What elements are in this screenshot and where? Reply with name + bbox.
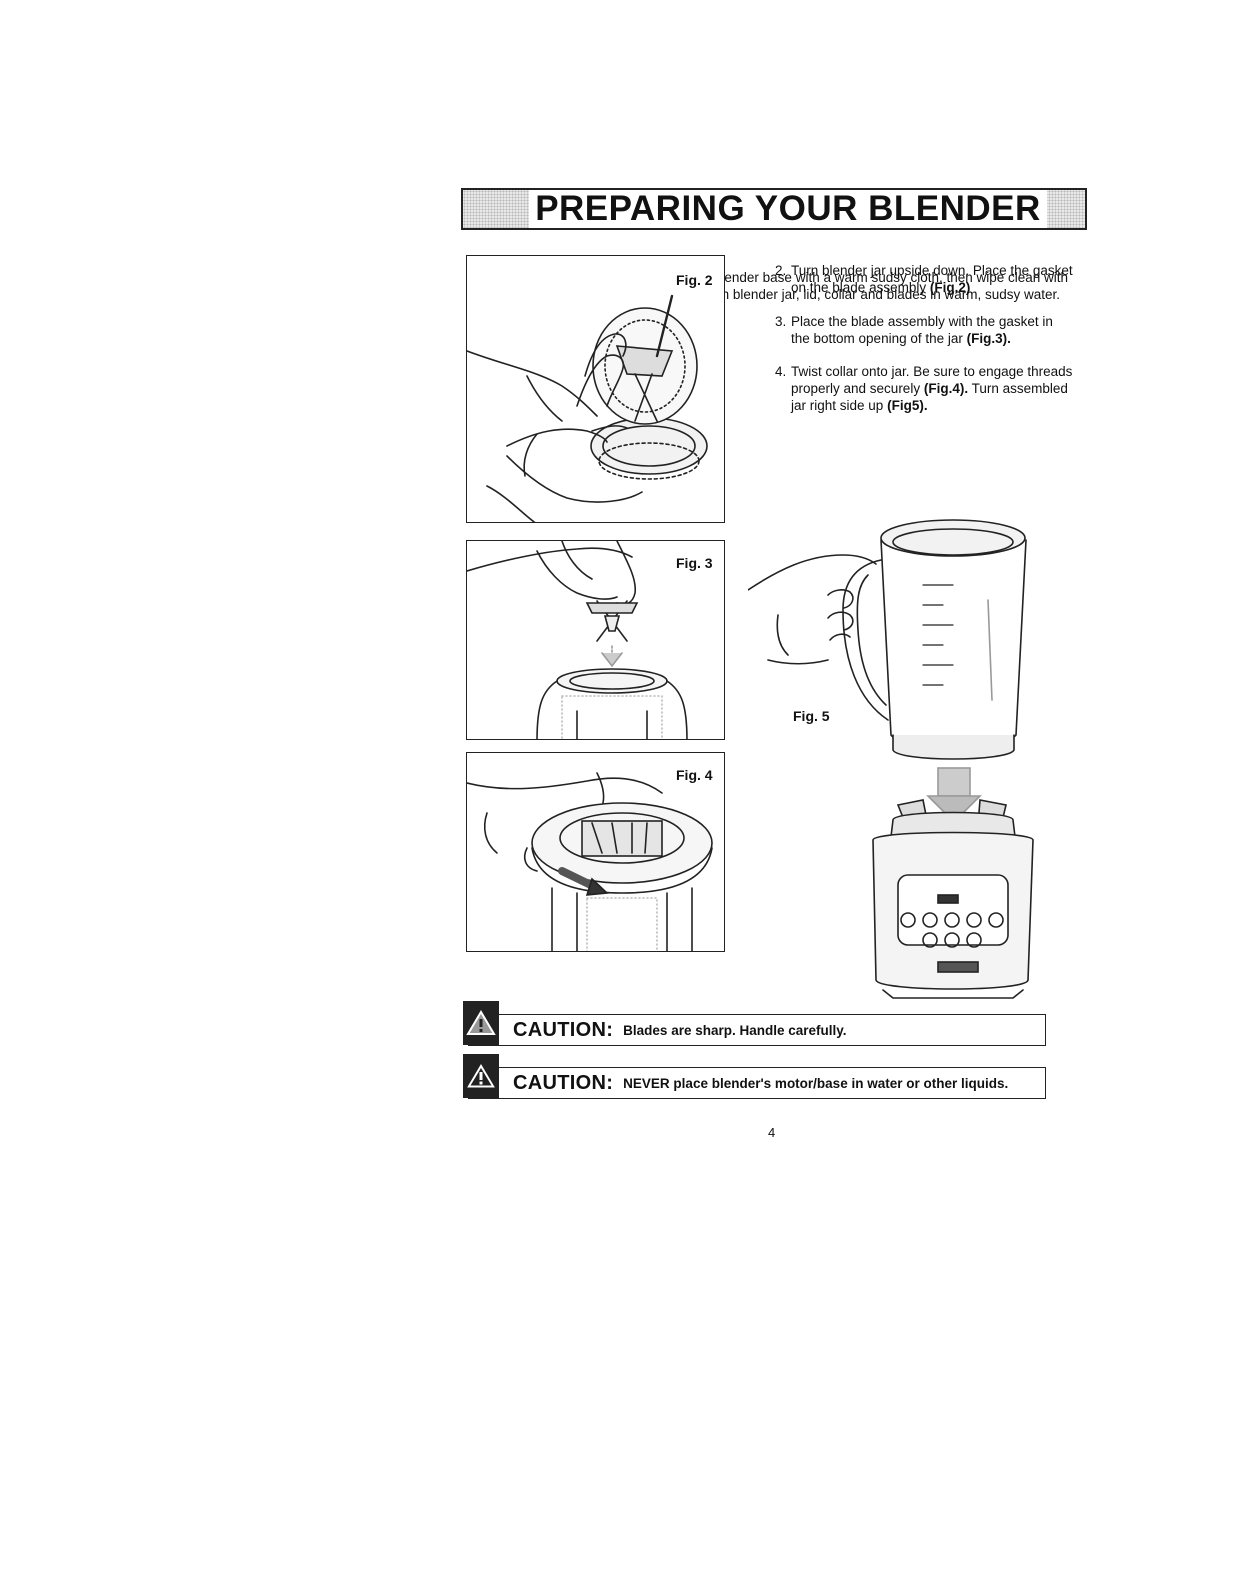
warning-triangle-icon: [463, 1001, 499, 1045]
figure-reference: (Fig.3).: [966, 331, 1011, 346]
figure-5-jar-on-base: [747, 500, 1060, 1005]
hand-gasket-illustration: [467, 294, 708, 522]
figure-reference: (Fig5).: [887, 398, 928, 413]
caution-heading: CAUTION:: [513, 1018, 614, 1041]
step-3: 3. Place the blade assembly with the gas…: [775, 313, 1075, 347]
section-banner: PREPARING YOUR BLENDER: [461, 188, 1087, 230]
figure-label: Fig. 2: [674, 272, 715, 288]
step-4: 4. Twist collar onto jar. Be sure to eng…: [775, 363, 1075, 414]
figure-label: Fig. 4: [674, 767, 715, 783]
step-text: Place the blade assembly with the gasket…: [791, 314, 1053, 346]
step-text: Turn blender jar upside down. Place the …: [791, 263, 1073, 295]
caution-heading: CAUTION:: [513, 1071, 614, 1094]
step-number: 4.: [775, 364, 787, 379]
figure-3-blade-into-jar: Fig. 3: [466, 540, 725, 740]
figure-reference: (Fig.4).: [923, 381, 969, 396]
collar-twist-illustration: [467, 772, 713, 951]
step-text: Turn assembled jar right side up: [791, 381, 1068, 413]
figure-label: Fig. 5: [793, 708, 830, 724]
caution-never-submerge: CAUTION: NEVER place blender's motor/bas…: [463, 1054, 1046, 1099]
figure-2-gasket-on-blade: Fig. 2: [466, 255, 725, 523]
blender-assembly-illustration: [747, 519, 1034, 999]
figure-label: Fig. 3: [674, 555, 715, 571]
figure-4-twist-collar: Fig. 4: [466, 752, 725, 952]
step-text: Twist collar onto jar. Be sure to engage…: [791, 364, 1073, 396]
step-2: 2. Turn blender jar upside down. Place t…: [775, 262, 1075, 296]
caution-text: NEVER place blender's motor/base in wate…: [623, 1075, 1009, 1091]
warning-triangle-icon: [463, 1054, 499, 1098]
caution-blades-sharp: CAUTION: Blades are sharp. Handle carefu…: [463, 1001, 1046, 1046]
blade-insert-illustration: [467, 541, 688, 739]
page-title: PREPARING YOUR BLENDER: [529, 190, 1047, 228]
step-number: 3.: [775, 314, 787, 329]
page-number: 4: [768, 1125, 776, 1140]
step-number: 2.: [775, 263, 787, 278]
figure-reference: (Fig.2): [929, 280, 971, 295]
caution-text: Blades are sharp. Handle carefully.: [623, 1022, 847, 1038]
